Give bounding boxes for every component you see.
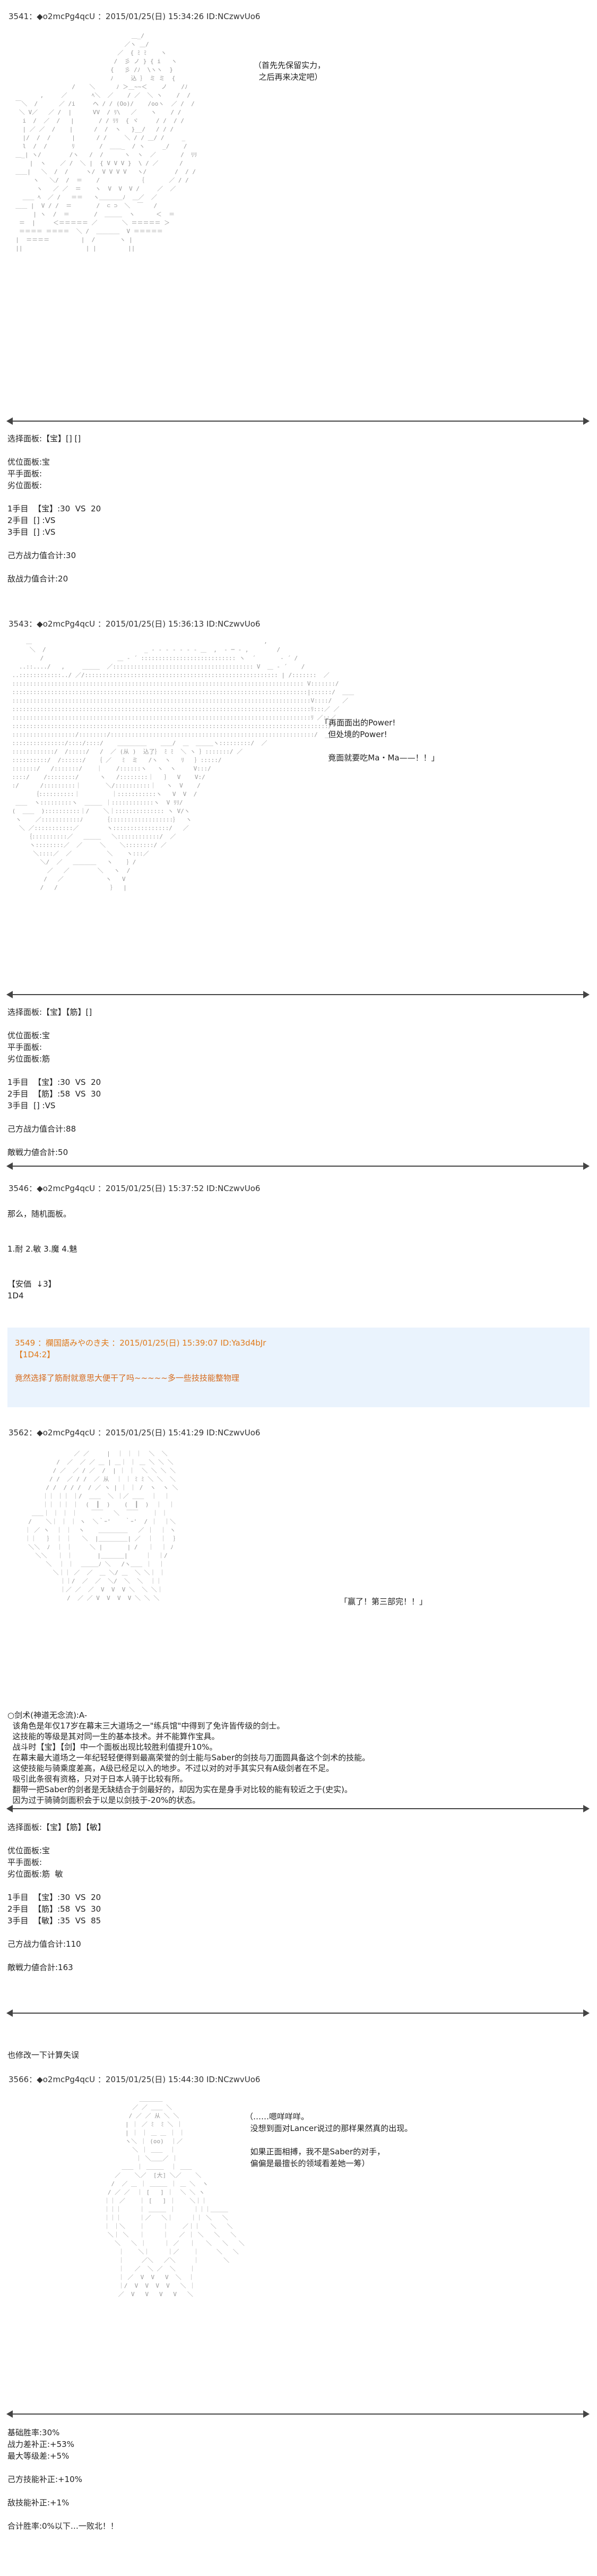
post-body: 那么，随机面板。 1.耐 2.敏 3.魔 4.魅 【安価 ↓3】 1D4 xyxy=(7,1208,77,1302)
stat-line: 敌技能补正:+1% xyxy=(7,2498,70,2507)
stat-line: 合计胜率:0%以下…一败北！！ xyxy=(7,2521,118,2531)
pre-line: 也修改一下计算失误 xyxy=(7,2049,79,2061)
post-header: 3543：◆o2mcPg4qcU ：2015/01/25(日) 15:36:13… xyxy=(8,618,260,629)
ascii-art-lines: ＿_/ ／ヽ ＿/ ／ { ﾐ ﾐ ヽ / 彡 ノ } { i ヽ { 彡 /ﾉ… xyxy=(15,32,197,252)
body-line: 那么，随机面板。 xyxy=(7,1209,72,1219)
stat-line: 己方战力值合计:30 xyxy=(7,551,76,560)
ascii-art: ＿ , ＼ / _ - ‐ ‐ ‐ ‐ ‐ ‐ ＿ , ‐ ─ ‐ , / / … xyxy=(8,637,582,988)
quote-roll: 【1D4:2】 xyxy=(15,1350,55,1359)
speech-bubble: （……嗯咩咩咩。 没想到面对Lancer说过的那样果然真的出现。 如果正面相搏，… xyxy=(245,2112,413,2168)
post-divider xyxy=(6,1805,590,1812)
post-divider xyxy=(6,991,590,998)
stats-block: 基础胜率:30% 战力差补正:+53% 最大等级差:+5% 己方技能补正:+10… xyxy=(7,2427,118,2532)
stat-line: 平手面板: xyxy=(7,1858,42,1867)
stat-line: 敵戦力値合計:50 xyxy=(7,1148,68,1157)
post-meta: ：◆o2mcPg4qcU ：2015/01/25(日) 15:41:29 ID:… xyxy=(29,1428,261,1437)
quote-header: 3549 ：欄国語みやのき夫 ：2015/01/25(日) 15:39:07 I… xyxy=(15,1338,266,1348)
stat-line: 己方战力值合计:88 xyxy=(7,1124,76,1134)
stat-line: 基础胜率:30% xyxy=(7,2428,60,2437)
body-line: 【安価 ↓3】 xyxy=(7,1279,56,1289)
speech-bubble: 「赢了！第三部完！！」 xyxy=(340,1597,428,1606)
post-meta: ：◆o2mcPg4qcU ：2015/01/25(日) 15:36:13 ID:… xyxy=(29,619,261,629)
stat-line: 劣位面板:筋 xyxy=(7,1054,50,1064)
stats-block: 选择面板:【宝】【筋】[] 优位面板:宝 平手面板: 劣位面板:筋 1手目 【宝… xyxy=(7,1006,101,1158)
stat-line: 2手目 [] :VS xyxy=(7,516,56,525)
stat-line: 平手面板: xyxy=(7,469,42,478)
post-number: 3546 xyxy=(8,1184,29,1193)
stat-line: 最大等级差:+5% xyxy=(7,2451,70,2461)
stat-line: 选择面板:【宝】【筋】【敏】 xyxy=(7,1822,106,1832)
speech-bubble: （首先先保留实力， 之后再来决定吧） xyxy=(254,61,326,82)
stat-line: 平手面板: xyxy=(7,1042,42,1052)
stats-block: 选择面板:【宝】[] [] 优位面板:宝 平手面板: 劣位面板: 1手目 【宝】… xyxy=(7,433,101,585)
post-meta: ：◆o2mcPg4qcU ：2015/01/25(日) 15:34:26 ID:… xyxy=(29,12,261,21)
ascii-art: ＿＿＿＿ ／ ／ ＿＿ ＼ / ／ ／ 从 ＼ ＼ | ｜ ／ ﾐ ﾐ ＼ ｜ … xyxy=(69,2095,377,2414)
post-header: 3562：◆o2mcPg4qcU ：2015/01/25(日) 15:41:29… xyxy=(8,1427,260,1438)
stat-line: 优位面板:宝 xyxy=(7,1846,50,1855)
ascii-art-lines: ＿＿＿＿ ／ ／ ＿＿ ＼ / ／ ／ 从 ＼ ＼ | ｜ ／ ﾐ ﾐ ＼ ｜ … xyxy=(104,2095,245,2298)
post-header: 3566：◆o2mcPg4qcU ：2015/01/25(日) 15:44:30… xyxy=(8,2074,260,2085)
stat-line: 己方技能补正:+10% xyxy=(7,2475,82,2484)
stat-line: 选择面板:【宝】【筋】[] xyxy=(7,1007,92,1017)
post-divider xyxy=(6,1162,590,1170)
post-meta: ：◆o2mcPg4qcU ：2015/01/25(日) 15:37:52 ID:… xyxy=(29,1184,261,1193)
body-line: 也修改一下计算失误 xyxy=(7,2050,80,2060)
ascii-art: ＿_/ ／ヽ ＿/ ／ { ﾐ ﾐ ヽ / 彡 ノ } { i ヽ { 彡 /ﾉ… xyxy=(8,32,391,414)
post-divider xyxy=(6,417,590,425)
ascii-art: ／ ／ | ｜ ｜ ｜ ＼ ＼ / ／ ／ ／ ＿ | ＿｜ ｜ ＿ ＼ ＼ ＼… xyxy=(21,1450,318,1705)
post-number: 3562 xyxy=(8,1428,29,1437)
speech-bubble: 「再面面出的Power! 但处境的Power! 竟面就要吃Ma・Ma——！！」 xyxy=(321,718,439,763)
stat-line: 劣位面板:筋 敏 xyxy=(7,1869,63,1879)
post-divider xyxy=(6,2009,590,2017)
stat-line: 1手目 【宝】:30 VS 20 xyxy=(7,504,101,514)
stat-line: 1手目 【宝】:30 VS 20 xyxy=(7,1077,101,1087)
body-line: 1.耐 2.敏 3.魔 4.魅 xyxy=(7,1244,77,1254)
stat-line: 选择面板:【宝】[] [] xyxy=(7,434,81,443)
quoted-reply: 3549 ：欄国語みやのき夫 ：2015/01/25(日) 15:39:07 I… xyxy=(7,1328,590,1407)
post-header: 3541：◆o2mcPg4qcU ：2015/01/25(日) 15:34:26… xyxy=(8,11,260,22)
stats-block: 选择面板:【宝】【筋】【敏】 优位面板:宝 平手面板: 劣位面板:筋 敏 1手目… xyxy=(7,1821,106,1973)
post-meta: ：◆o2mcPg4qcU ：2015/01/25(日) 15:44:30 ID:… xyxy=(29,2075,261,2084)
body-line: 1D4 xyxy=(7,1291,24,1300)
stat-line: 3手目 [] :VS xyxy=(7,527,56,537)
post-divider xyxy=(6,2410,590,2418)
post-number: 3541 xyxy=(8,12,29,21)
stat-line: 己方战力值合计:110 xyxy=(7,1939,81,1949)
stat-line: 优位面板:宝 xyxy=(7,457,50,467)
stat-line: 2手目 【筋】:58 VS 30 xyxy=(7,1904,101,1914)
ascii-art-lines: ／ ／ | ｜ ｜ ｜ ＼ ＼ / ／ ／ ／ ＿ | ＿｜ ｜ ＿ ＼ ＼ ＼… xyxy=(24,1450,179,1602)
post-header: 3546：◆o2mcPg4qcU ：2015/01/25(日) 15:37:52… xyxy=(8,1183,260,1194)
stat-line: 优位面板:宝 xyxy=(7,1031,50,1040)
stat-line: 敌战力值合计:20 xyxy=(7,574,68,584)
stat-line: 战力差补正:+53% xyxy=(7,2440,74,2449)
ascii-art-lines: ＿ , ＼ / _ - ‐ ‐ ‐ ‐ ‐ ‐ ＿ , ‐ ─ ‐ , / / … xyxy=(12,638,354,891)
stat-line: 3手目 【敏】:35 VS 85 xyxy=(7,1916,101,1925)
skill-note: ○剑术(神道无念流):A- 该角色是年仅17岁在幕末三大道场之一"练兵馆"中得到… xyxy=(7,1710,370,1805)
stat-line: 1手目 【宝】:30 VS 20 xyxy=(7,1893,101,1902)
stat-line: 3手目 [] :VS xyxy=(7,1101,56,1110)
quote-text: 竟然选择了筋耐就意思大便干了吗~~~~~多一些技技能整物理 xyxy=(15,1373,239,1383)
post-number: 3543 xyxy=(8,619,29,629)
stat-line: 2手目 【筋】:58 VS 30 xyxy=(7,1089,101,1099)
post-number: 3566 xyxy=(8,2075,29,2084)
stat-line: 敵戦力値合計:163 xyxy=(7,1963,73,1972)
stat-line: 劣位面板: xyxy=(7,481,42,490)
